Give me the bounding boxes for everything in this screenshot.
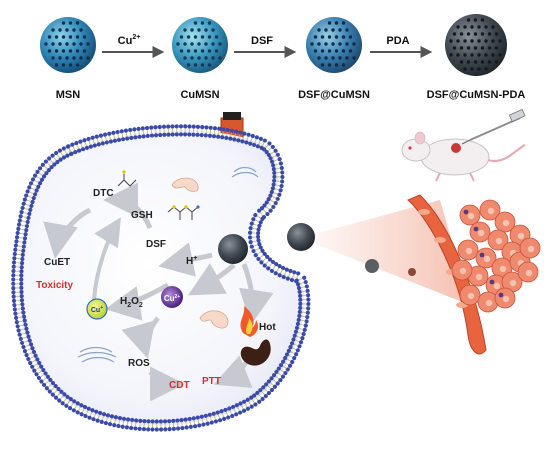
label-ptt: PTT: [202, 376, 221, 387]
label-toxicity: Toxicity: [36, 280, 73, 291]
cell: [11, 124, 310, 431]
label-cdt: CDT: [169, 380, 190, 391]
label-cuet: CuET: [44, 257, 70, 268]
entering-particle: [287, 223, 315, 251]
stage-label-cumsn: CuMSN: [180, 89, 219, 101]
in-vivo-panel: [300, 109, 540, 354]
label-dtc: DTC: [93, 188, 114, 199]
label-ros: ROS: [128, 358, 150, 369]
arrow-label-cu: Cu2+: [118, 34, 141, 47]
synthesis-row: MSN Cu2+ CuMSN DSF DSF@CuMSN PDA DSF@CuM…: [40, 14, 525, 101]
stage-label-msn: MSN: [56, 89, 81, 101]
internalized-particle: [218, 234, 248, 264]
stage-label-dsf-cumsn-pda: DSF@CuMSN-PDA: [427, 89, 526, 101]
label-dsf: DSF: [146, 239, 166, 250]
tumor-tissue: [452, 200, 540, 312]
label-gsh: GSH: [131, 210, 153, 221]
circulating-particle-small: [408, 268, 416, 276]
dsf-cumsn-pda-particle: [445, 14, 507, 76]
stage-label-dsf-cumsn: DSF@CuMSN: [298, 89, 370, 101]
label-hot: Hot: [259, 322, 276, 333]
arrow-label-dsf: DSF: [251, 35, 273, 47]
arrow-label-pda: PDA: [386, 35, 409, 47]
mouse-illustration: [402, 109, 525, 181]
circulating-particle: [365, 259, 379, 273]
laser-head: [223, 112, 241, 120]
tumor-site: [451, 143, 461, 153]
